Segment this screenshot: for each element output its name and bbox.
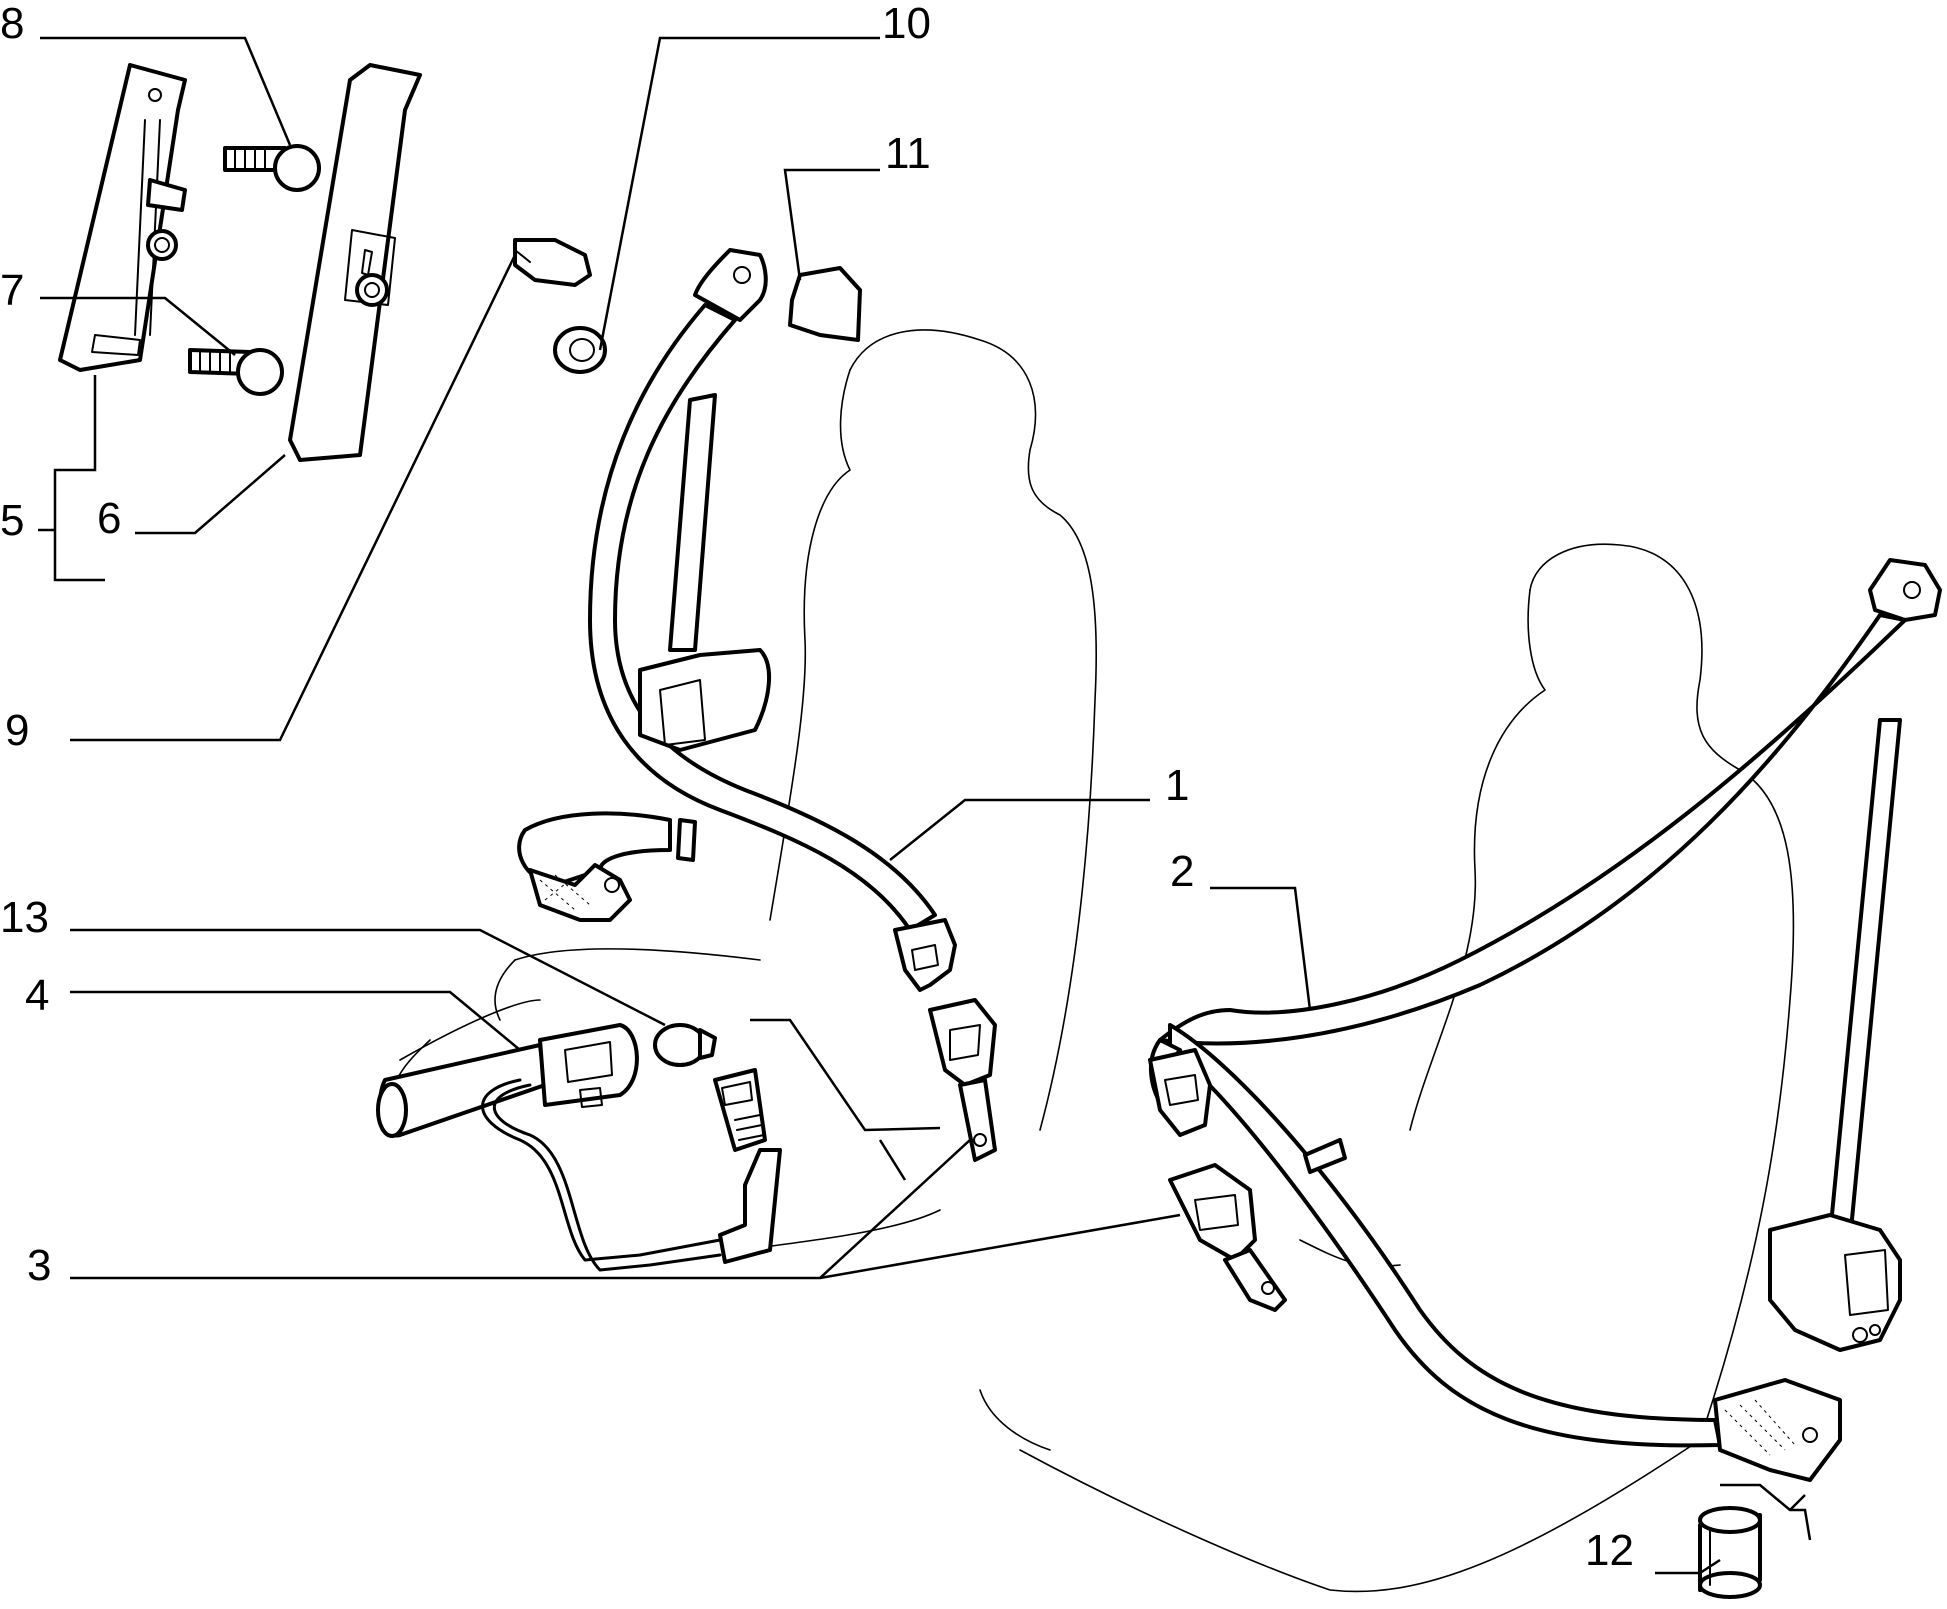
buckle-cap-part xyxy=(653,1023,717,1067)
callout-4: 4 xyxy=(25,971,49,1020)
callout-2: 2 xyxy=(1170,847,1194,896)
anchor-cover-part xyxy=(788,266,862,342)
callout-7: 7 xyxy=(0,266,24,315)
adjuster-cover-part xyxy=(288,63,422,462)
height-adjuster-part xyxy=(58,63,187,372)
callout-3: 3 xyxy=(27,1241,51,1290)
right-seat-outline xyxy=(979,543,1795,1593)
buckle-part-left xyxy=(928,998,997,1162)
callout-8: 8 xyxy=(0,0,24,48)
upper-bolt-part xyxy=(223,144,321,192)
buckle-with-wiring-part xyxy=(376,1023,782,1272)
callout-9: 9 xyxy=(5,706,29,755)
spacer-bushing-part xyxy=(1698,1506,1762,1599)
callout-labels: 8 7 5 6 9 10 11 1 2 13 4 3 12 xyxy=(0,0,1634,1575)
spacer-part xyxy=(553,326,607,374)
callout-12: 12 xyxy=(1585,1526,1634,1575)
guide-cap-part xyxy=(513,238,592,287)
leader-lines xyxy=(38,36,1812,1575)
callout-11: 11 xyxy=(885,129,931,178)
lower-bolt-part xyxy=(188,348,284,396)
callout-5: 5 xyxy=(0,496,24,545)
buckle-part-right xyxy=(1168,1163,1287,1312)
callout-10: 10 xyxy=(882,0,931,48)
callout-6: 6 xyxy=(97,494,121,543)
right-belt-assembly xyxy=(1148,558,1942,1482)
callout-1: 1 xyxy=(1165,761,1189,810)
left-belt-assembly xyxy=(517,248,957,992)
callout-13: 13 xyxy=(0,893,49,942)
